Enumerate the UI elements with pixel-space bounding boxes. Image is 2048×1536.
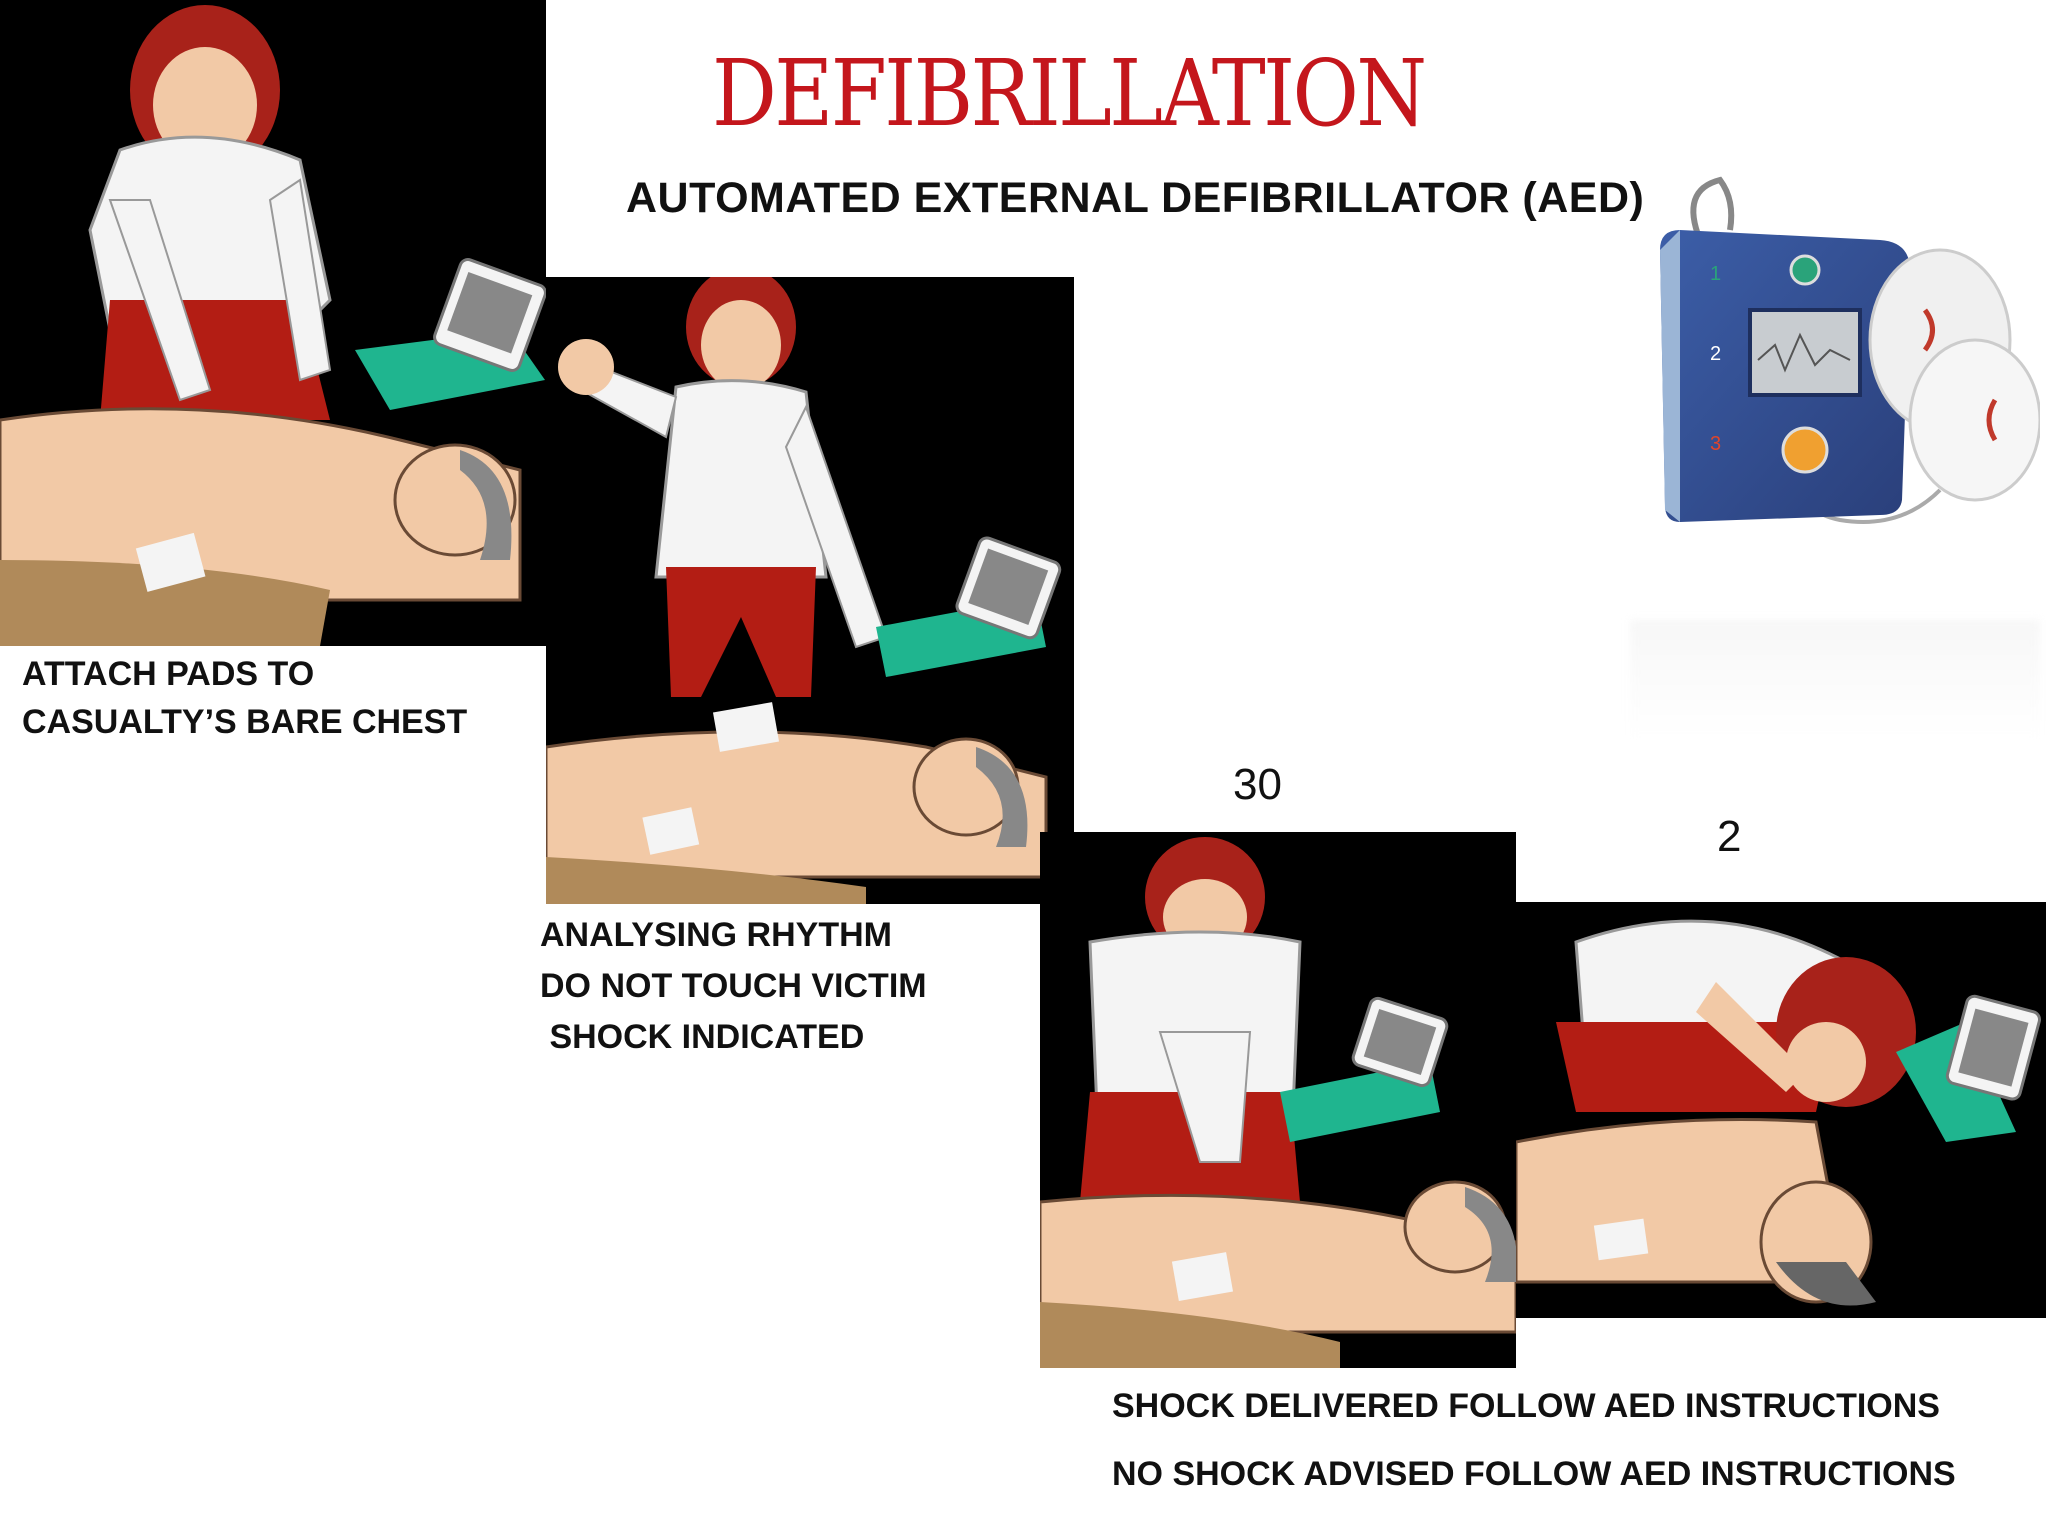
device-label-3: 3 (1710, 433, 1721, 455)
illustration-chest-compressions (1040, 832, 1516, 1368)
step2-caption: ANALYSING RHYTHM DO NOT TOUCH VICTIM SHO… (540, 910, 927, 1063)
aed-reflection (1630, 620, 2040, 740)
slide-title: DEFIBRILLATION (712, 40, 1427, 147)
step2-line3: SHOCK INDICATED (540, 1018, 865, 1056)
step1-line1: ATTACH PADS TO (22, 655, 315, 693)
step2-line1: ANALYSING RHYTHM (540, 916, 892, 954)
compression-count: 30 (1233, 760, 1282, 809)
aed-device-image: 1 2 3 (1640, 170, 2040, 550)
illustration-rescue-breaths (1516, 902, 2046, 1318)
step1-caption: ATTACH PADS TO CASUALTY’S BARE CHEST (22, 650, 467, 746)
illustration-attach-pads (0, 0, 546, 646)
device-label-1: 1 (1710, 263, 1721, 285)
bottom-caption-2: NO SHOCK ADVISED FOLLOW AED INSTRUCTIONS (1112, 1455, 1956, 1493)
breath-count: 2 (1717, 812, 1742, 861)
bottom-caption-1: SHOCK DELIVERED FOLLOW AED INSTRUCTIONS (1112, 1387, 1940, 1425)
step1-line2: CASUALTY’S BARE CHEST (22, 703, 468, 741)
device-label-2: 2 (1710, 343, 1721, 365)
illustration-analysing-rhythm (546, 277, 1074, 904)
slide-subtitle: AUTOMATED EXTERNAL DEFIBRILLATOR (AED) (626, 174, 1645, 222)
step2-line2: DO NOT TOUCH VICTIM (540, 967, 927, 1005)
